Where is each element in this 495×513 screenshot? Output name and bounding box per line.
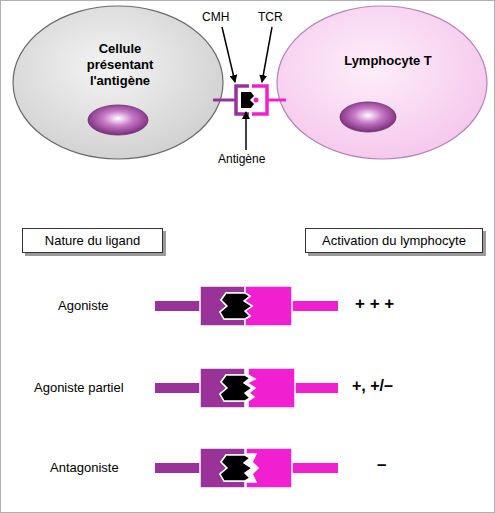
row-label: Agoniste partiel: [34, 380, 124, 395]
cell-name: Lymphocyte T: [326, 53, 450, 69]
header-box: Activation du lymphocyte: [305, 228, 483, 253]
row-label: Agoniste: [58, 298, 109, 313]
synapse-molecule: [213, 86, 286, 114]
row-label: Antagoniste: [50, 460, 119, 475]
part-label: Antigène: [218, 152, 265, 166]
cell-apc: Cellule présentant l'antigène: [12, 5, 224, 160]
activation-level: + + +: [355, 294, 394, 314]
header-box: Nature du ligand: [22, 228, 163, 253]
leader-arrow: [245, 112, 247, 150]
activation-level: –: [377, 455, 386, 475]
header-text: Activation du lymphocyte: [322, 233, 466, 249]
ligand-agonist: [155, 286, 338, 326]
part-label: CMH: [202, 10, 229, 24]
cell-outline: [276, 5, 488, 160]
leader-arrow: [222, 27, 235, 82]
cell-name: Cellule présentant l'antigène: [74, 41, 166, 89]
part-label: TCR: [258, 10, 283, 24]
ligand-antagonist: [155, 448, 338, 488]
nucleus: [88, 105, 148, 135]
header-text: Nature du ligand: [45, 233, 140, 249]
cell-lymphocyte: Lymphocyte T: [276, 5, 488, 160]
nucleus: [340, 102, 396, 132]
ligand-partial-agonist: [155, 368, 338, 408]
leader-arrow: [262, 27, 272, 82]
activation-level: +, +/–: [352, 377, 393, 395]
